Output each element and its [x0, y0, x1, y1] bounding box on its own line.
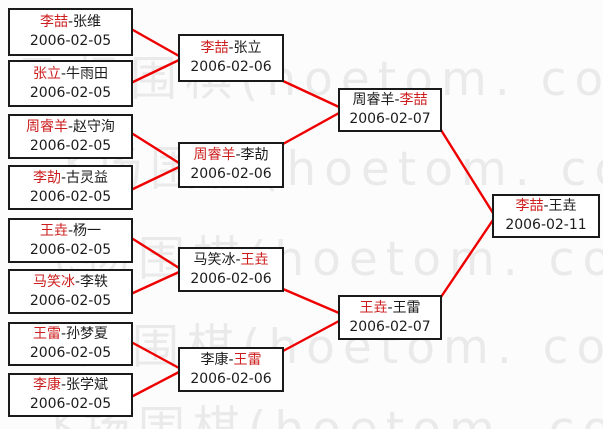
match-date: 2006-02-06 — [190, 166, 272, 182]
match-box-r2-3: 马笑冰-王垚 2006-02-06 — [178, 247, 284, 292]
vs-separator: - — [387, 299, 393, 316]
match-date: 2006-02-07 — [349, 111, 431, 127]
player-name-winner: 王雷 — [233, 351, 262, 368]
vs-separator: - — [60, 326, 67, 342]
player-name-loser: 牛雨田 — [66, 65, 109, 82]
connector-line — [131, 270, 181, 295]
match-box-r2-2: 周睿羊-李劼 2006-02-06 — [178, 142, 284, 188]
vs-separator: - — [235, 251, 241, 268]
connector-line — [281, 287, 341, 315]
vs-separator: - — [543, 198, 549, 214]
match-box-r1-1: 李喆-张维 2006-02-05 — [8, 8, 133, 56]
match-date: 2006-02-05 — [29, 345, 112, 361]
vs-separator: - — [228, 40, 234, 56]
match-box-final: 李喆-王垚 2006-02-11 — [492, 194, 600, 238]
vs-separator: - — [60, 169, 67, 186]
match-box-r2-1: 李喆-张立 2006-02-06 — [178, 34, 284, 82]
match-date: 2006-02-05 — [29, 292, 112, 309]
player-name-winner: 李喆 — [399, 92, 428, 108]
player-name-loser: 李劼 — [240, 147, 269, 163]
match-box-r1-8: 李康-张学斌 2006-02-05 — [8, 373, 133, 417]
match-box-r3-2: 王垚-王雷 2006-02-07 — [338, 295, 442, 340]
match-date: 2006-02-05 — [29, 33, 112, 49]
connector-line — [131, 237, 181, 270]
player-name-loser: 王垚 — [548, 198, 577, 214]
connector-line — [281, 319, 341, 353]
player-name-winner: 周睿羊 — [25, 118, 68, 135]
vs-separator: - — [67, 118, 74, 135]
match-box-r2-4: 李康-王雷 2006-02-06 — [178, 347, 284, 392]
match-date: 2006-02-05 — [29, 241, 112, 258]
player-name-loser: 马笑冰 — [193, 251, 236, 268]
player-name-loser: 李轶 — [80, 273, 109, 290]
player-name-winner: 李康 — [32, 377, 61, 393]
match-date: 2006-02-07 — [349, 318, 431, 335]
connector-line — [439, 218, 495, 299]
player-name-winner: 周睿羊 — [193, 147, 236, 163]
connector-line — [131, 28, 181, 58]
match-date: 2006-02-06 — [190, 59, 272, 75]
match-date: 2006-02-05 — [29, 396, 112, 412]
vs-separator: - — [67, 14, 74, 30]
connector-line — [131, 341, 181, 370]
match-date: 2006-02-05 — [29, 84, 112, 101]
connector-line — [131, 370, 181, 398]
player-name-loser: 王雷 — [392, 299, 421, 316]
match-box-r1-5: 王垚-杨一 2006-02-05 — [8, 218, 133, 263]
player-name-loser: 周睿羊 — [352, 92, 395, 108]
vs-separator: - — [74, 273, 81, 290]
vs-separator: - — [394, 92, 400, 108]
match-date: 2006-02-06 — [190, 370, 272, 387]
player-name-winner: 马笑冰 — [32, 273, 75, 290]
player-name-winner: 王垚 — [39, 222, 68, 239]
player-name-loser: 孙梦夏 — [66, 326, 109, 342]
match-box-r1-3: 周睿羊-赵守洵 2006-02-05 — [8, 114, 133, 159]
match-box-r1-2: 张立-牛雨田 2006-02-05 — [8, 60, 133, 107]
player-name-winner: 李喆 — [515, 198, 544, 214]
vs-separator: - — [228, 351, 234, 368]
player-name-loser: 赵守洵 — [73, 118, 116, 135]
connector-line — [439, 128, 495, 215]
match-date: 2006-02-05 — [29, 137, 112, 154]
connector-line — [281, 111, 341, 146]
match-box-r1-4: 李劼-古灵益 2006-02-05 — [8, 165, 133, 210]
connector-line — [131, 132, 181, 165]
player-name-winner: 李喆 — [200, 40, 229, 56]
connector-line — [281, 79, 341, 109]
connector-line — [131, 165, 181, 191]
match-box-r1-6: 马笑冰-李轶 2006-02-05 — [8, 269, 133, 314]
match-date: 2006-02-06 — [190, 270, 272, 287]
player-name-winner: 王雷 — [32, 326, 61, 342]
vs-separator: - — [60, 65, 67, 82]
player-name-winner: 李喆 — [39, 14, 68, 30]
vs-separator: - — [67, 222, 74, 239]
player-name-loser: 张立 — [233, 40, 262, 56]
player-name-loser: 张学斌 — [66, 377, 109, 393]
player-name-winner: 张立 — [32, 65, 61, 82]
connector-line — [131, 58, 181, 84]
vs-separator: - — [235, 147, 241, 163]
vs-separator: - — [60, 377, 67, 393]
player-name-winner: 李劼 — [32, 169, 61, 186]
player-name-winner: 王垚 — [240, 251, 269, 268]
match-date: 2006-02-05 — [29, 188, 112, 205]
player-name-loser: 张维 — [73, 14, 102, 30]
match-box-r3-1: 周睿羊-李喆 2006-02-07 — [338, 88, 442, 132]
match-date: 2006-02-11 — [505, 217, 587, 233]
match-box-r1-7: 王雷-孙梦夏 2006-02-05 — [8, 322, 133, 366]
player-name-winner: 王垚 — [359, 299, 388, 316]
player-name-loser: 杨一 — [73, 222, 102, 239]
player-name-loser: 李康 — [200, 351, 229, 368]
player-name-loser: 古灵益 — [66, 169, 109, 186]
